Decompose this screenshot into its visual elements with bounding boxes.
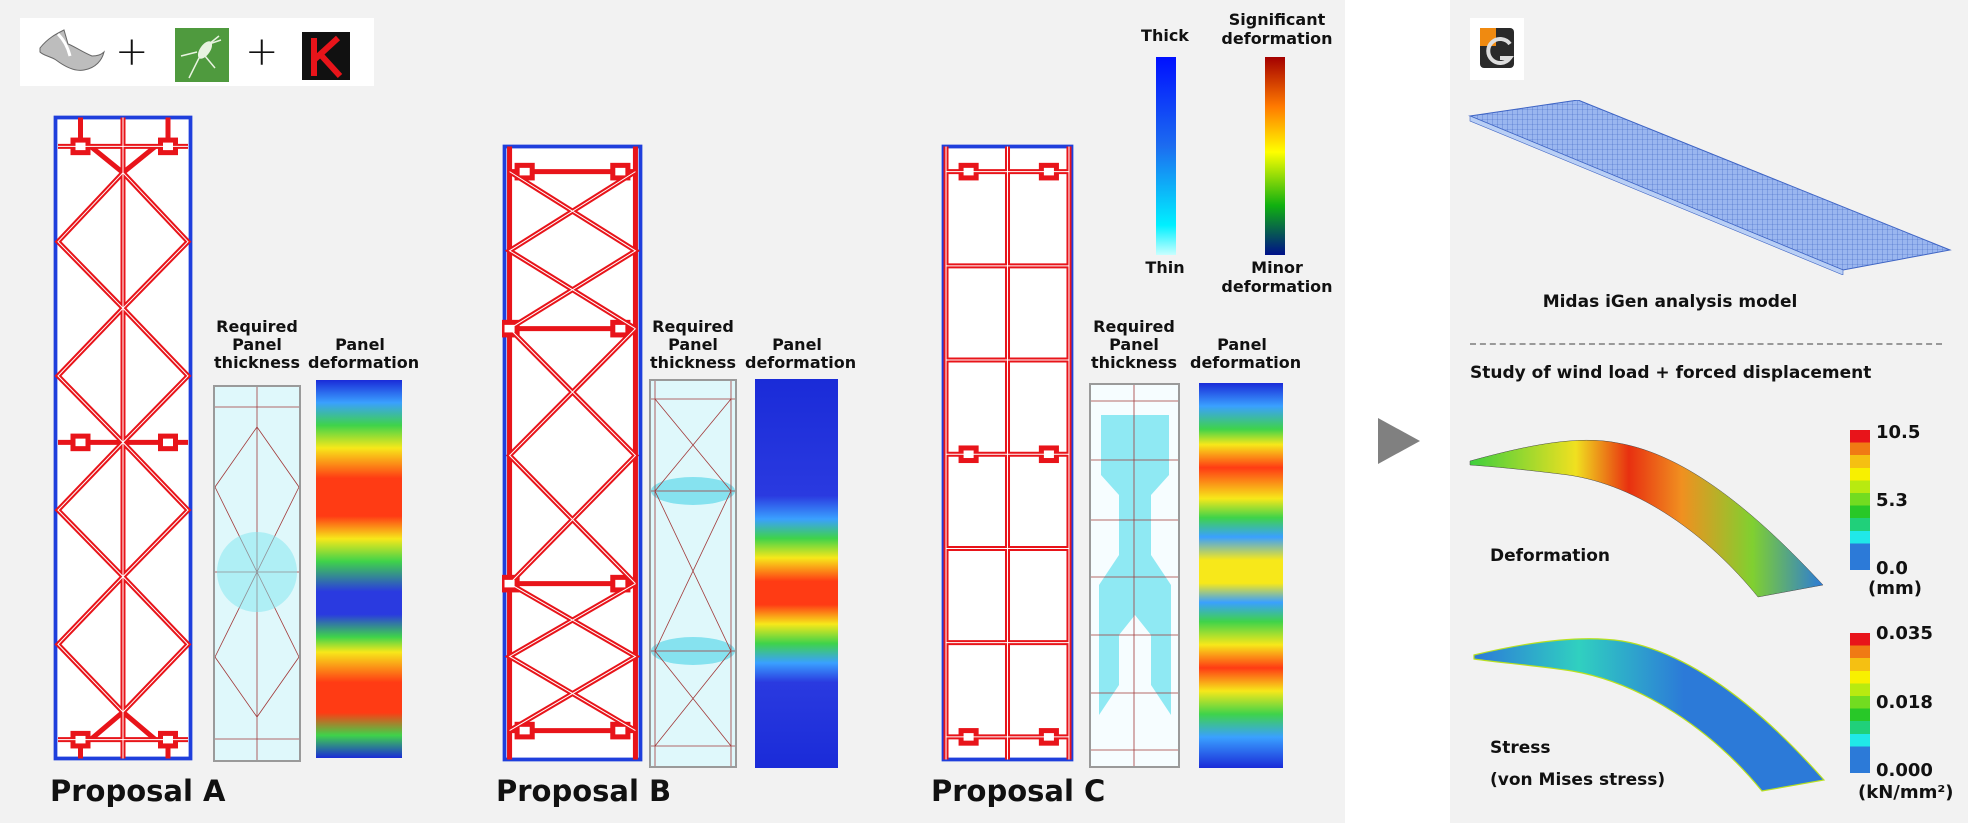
stress-scale-max: 0.035 xyxy=(1876,623,1933,644)
grasshopper-logo-icon xyxy=(175,28,229,82)
midas-igen-logo-icon xyxy=(1470,18,1524,80)
proposal-c-title: Proposal C xyxy=(931,774,1106,808)
tools-logo-strip: + + xyxy=(20,18,374,86)
proposal-c-deformation-label: Panel deformation xyxy=(1190,335,1302,372)
karamba-logo-icon xyxy=(302,32,350,80)
deformation-legend-top: Significant deformation xyxy=(1221,10,1333,48)
deformation-legend-bottom: Minor deformation xyxy=(1221,258,1333,296)
deformation-scale-max: 10.5 xyxy=(1876,422,1921,443)
proposal-c-frame xyxy=(941,144,1074,762)
proposal-b-thickness-label: Required Panel thickness xyxy=(650,317,736,372)
thickness-legend-top: Thick xyxy=(1141,26,1189,45)
stress-scale-unit: (kN/mm²) xyxy=(1858,782,1954,803)
proposal-a-frame xyxy=(53,115,193,761)
proposal-b-thickness-map xyxy=(649,379,737,768)
stress-sublabel: (von Mises stress) xyxy=(1490,770,1666,790)
model-caption: Midas iGen analysis model xyxy=(1542,292,1798,312)
proposal-c-deformation-map xyxy=(1199,383,1283,768)
deformation-result-model xyxy=(1469,439,1824,598)
analysis-mesh-model xyxy=(1468,100,1952,275)
proposal-b-frame xyxy=(502,144,643,762)
stress-scale-bar xyxy=(1850,633,1870,773)
thickness-legend-bottom: Thin xyxy=(1145,258,1185,277)
deformation-scale-min: 0.0 xyxy=(1876,558,1908,579)
proposal-a-deformation-map xyxy=(316,380,402,758)
right-arrow-icon xyxy=(1378,418,1420,464)
plus-sign: + xyxy=(245,29,279,75)
proposal-a-thickness-map xyxy=(213,385,301,762)
proposal-c-thickness-label: Required Panel thickness xyxy=(1091,317,1177,372)
stress-result-model xyxy=(1473,638,1826,792)
thickness-legend-bar xyxy=(1156,57,1176,255)
deformation-label: Deformation xyxy=(1490,546,1611,566)
deformation-scale-unit: (mm) xyxy=(1868,578,1922,599)
deformation-scale-bar xyxy=(1850,430,1870,570)
proposal-b-title: Proposal B xyxy=(496,774,672,808)
stress-scale-mid: 0.018 xyxy=(1876,692,1933,713)
proposal-b-deformation-label: Panel deformation xyxy=(745,335,857,372)
proposal-a-title: Proposal A xyxy=(50,774,226,808)
proposal-a-thickness-label: Required Panel thickness xyxy=(214,317,300,372)
plus-sign: + xyxy=(115,29,149,75)
proposal-b-deformation-map xyxy=(755,379,838,768)
proposal-a-deformation-label: Panel deformation xyxy=(308,335,420,372)
stress-scale-min: 0.000 xyxy=(1876,760,1933,781)
deformation-legend-bar xyxy=(1265,57,1285,255)
stress-label: Stress xyxy=(1490,738,1551,758)
study-title: Study of wind load + forced displacement xyxy=(1470,363,1872,383)
deformation-scale-mid: 5.3 xyxy=(1876,490,1908,511)
proposal-c-thickness-map xyxy=(1089,383,1180,768)
rhino-logo-icon xyxy=(39,29,105,71)
section-divider xyxy=(1470,343,1942,345)
